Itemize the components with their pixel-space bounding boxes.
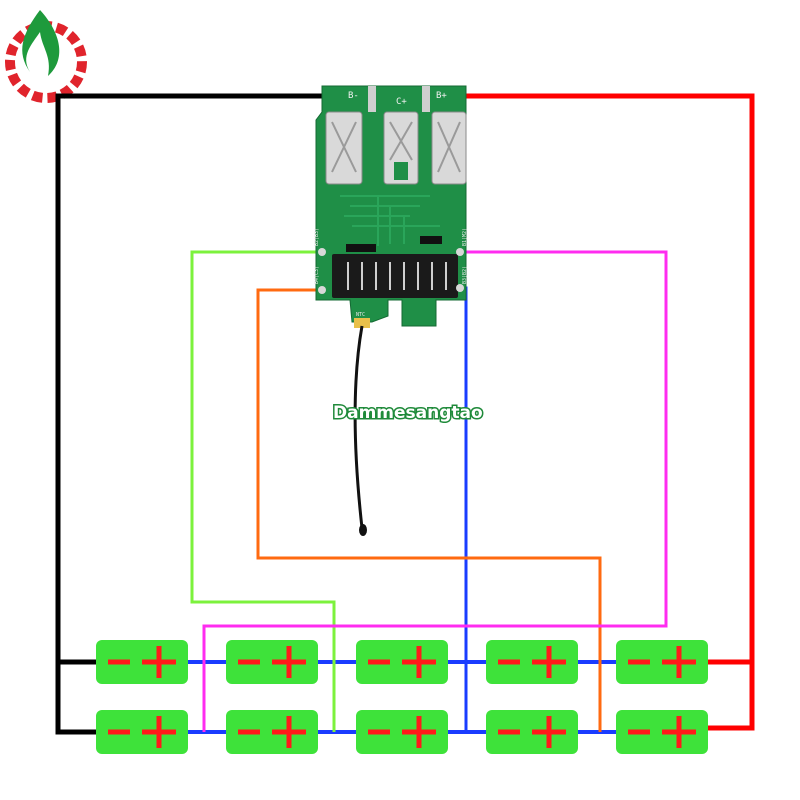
battery-cell xyxy=(616,640,708,684)
minus-sign-icon xyxy=(628,729,650,735)
pad-b2 xyxy=(318,248,326,256)
ntc-label: NTC xyxy=(356,312,365,318)
ntc-thermistor-bead xyxy=(359,524,367,536)
battery-cell xyxy=(356,710,448,754)
wire-magenta-balance xyxy=(202,250,668,732)
plus-sign-icon xyxy=(662,716,696,748)
pcb-traces xyxy=(340,195,440,246)
bms-pcb: B- C+ B+ B2(B3) B4(C3) xyxy=(314,85,468,536)
terminal-neg xyxy=(325,111,363,185)
battery-cell xyxy=(356,640,448,684)
flame-gear-logo-icon xyxy=(5,10,87,103)
battery-cell xyxy=(96,710,188,754)
flame-inner xyxy=(30,40,44,74)
pcb-label-b2: B2(B3) xyxy=(314,228,320,246)
battery-cells xyxy=(96,640,708,754)
battery-cell xyxy=(96,640,188,684)
battery-cell xyxy=(226,710,318,754)
balance-connector xyxy=(332,254,458,298)
wire-black xyxy=(55,93,336,735)
ntc-thermistor-wire xyxy=(353,325,364,529)
minus-sign-icon xyxy=(498,659,520,665)
wire-orange-balance xyxy=(256,288,602,732)
plus-sign-icon xyxy=(142,716,176,748)
plus-sign-icon xyxy=(142,646,176,678)
battery-cell xyxy=(616,710,708,754)
minus-sign-icon xyxy=(238,729,260,735)
plus-sign-icon xyxy=(272,716,306,748)
pcb-label-b3: B3(B2) xyxy=(462,266,468,284)
minus-sign-icon xyxy=(238,659,260,665)
terminal-pos xyxy=(431,111,467,185)
pad-b1 xyxy=(456,248,464,256)
minus-sign-icon xyxy=(498,729,520,735)
battery-cell xyxy=(486,640,578,684)
pad-label-neg: B- xyxy=(348,91,359,101)
wire-red xyxy=(444,93,755,731)
plus-sign-icon xyxy=(532,646,566,678)
pcb-label-b4: B4(C3) xyxy=(314,266,320,284)
watermark-text: Dammesangtao xyxy=(333,403,483,423)
ntc-pad xyxy=(354,318,370,328)
plus-sign-icon xyxy=(532,716,566,748)
pad-label-pos: B+ xyxy=(436,91,447,101)
pad-b4 xyxy=(318,286,326,294)
pad-b3 xyxy=(456,284,464,292)
pcb-tab-left xyxy=(368,86,376,112)
minus-sign-icon xyxy=(628,659,650,665)
terminal-mid xyxy=(383,111,419,185)
pcb-component xyxy=(420,236,442,244)
wire-blue-balance xyxy=(462,286,468,732)
pcb-component xyxy=(346,244,376,252)
plus-sign-icon xyxy=(662,646,696,678)
battery-cell xyxy=(226,640,318,684)
plus-sign-icon xyxy=(272,646,306,678)
minus-sign-icon xyxy=(108,659,130,665)
minus-sign-icon xyxy=(108,729,130,735)
pcb-label-b1: B1(M2) xyxy=(462,228,468,246)
plus-sign-icon xyxy=(402,646,436,678)
wire-green-balance xyxy=(190,250,336,732)
pad-label-mid: C+ xyxy=(396,97,407,107)
minus-sign-icon xyxy=(368,729,390,735)
plus-sign-icon xyxy=(402,716,436,748)
minus-sign-icon xyxy=(368,659,390,665)
flame-shape xyxy=(22,10,60,76)
pcb-tab-right xyxy=(422,86,430,112)
battery-cell xyxy=(486,710,578,754)
